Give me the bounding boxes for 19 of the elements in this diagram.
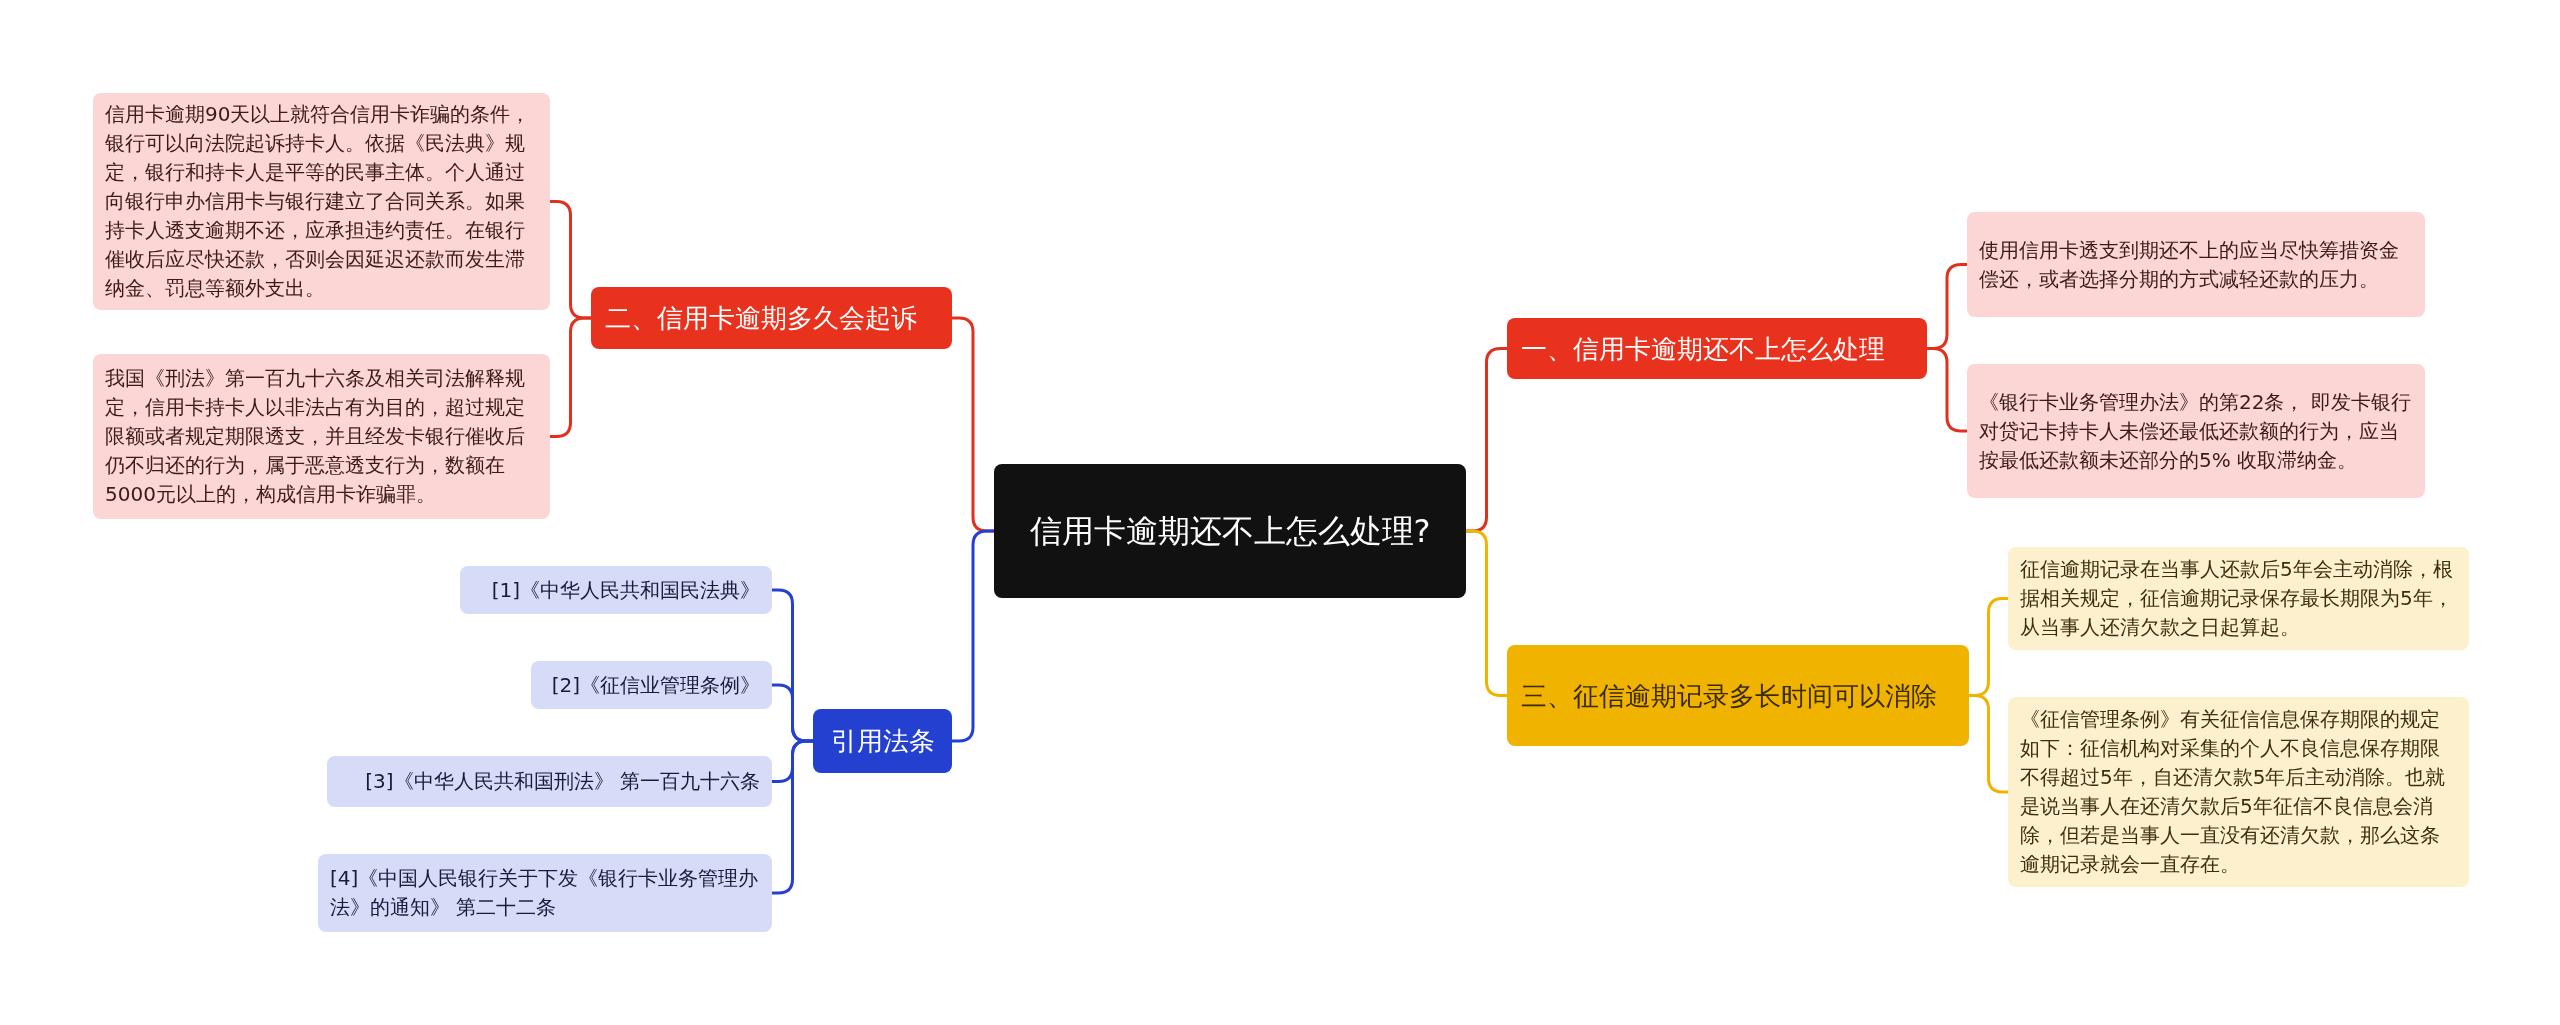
reference-box: [2]《征信业管理条例》 (531, 661, 772, 709)
note-box: 信用卡逾期90天以上就符合信用卡诈骗的条件，银行可以向法院起诉持卡人。依据《民法典》规定，银行和持卡人是平等的民事主体。个人通过向银行申办信用卡与银行建立了合同关系。如果持卡人透支逾期不还，应承担违约责任。在银行催收后应尽快还款，否则会因延迟还款而发生滞纳金、罚息等额外支出。 (93, 93, 550, 310)
branch-box: 一、信用卡逾期还不上怎么处理 (1507, 318, 1927, 379)
connector-line (1466, 529, 1507, 697)
branch-box: 二、信用卡逾期多久会起诉 (591, 287, 952, 349)
branch-box: 引用法条 (813, 709, 952, 773)
note-box: 我国《刑法》第一百九十六条及相关司法解释规定，信用卡持卡人以非法占有为目的，超过规定限额或者规定期限透支，并且经发卡银行催收后仍不归还的行为，属于恶意透支行为，数额在5000元以上的，构成信用卡诈骗罪。 (93, 354, 550, 519)
topic-box: 信用卡逾期还不上怎么处理? (994, 464, 1466, 598)
branch-box: 三、征信逾期记录多长时间可以消除 (1507, 645, 1969, 746)
reference-box: [4]《中国人民银行关于下发《银行卡业务管理办法》的通知》 第二十二条 (318, 854, 772, 932)
note-box: 《银行卡业务管理办法》的第22条， 即发卡银行对贷记卡持卡人未偿还最低还款额的行为，应当按最低还款额未还部分的5% 收取滞纳金。 (1967, 364, 2425, 498)
connector-line (952, 529, 994, 743)
connector-line (772, 739, 813, 895)
reference-box: [1]《中华人民共和国民法典》 (460, 566, 772, 614)
note-box: 《征信管理条例》有关征信信息保存期限的规定如下：征信机构对采集的个人不良信息保存期限不得超过5年，自还清欠款5年后主动消除。也就是说当事人在还清欠款后5年征信不良信息会消除，但若是当事人一直没有还清欠款，那么这条逾期记录就会一直存在。 (2008, 697, 2469, 887)
reference-box: [3]《中华人民共和国刑法》 第一百九十六条 (327, 756, 772, 807)
connector-line (550, 316, 591, 438)
note-box: 征信逾期记录在当事人还款后5年会主动消除，根据相关规定，征信逾期记录保存最长期限为5年，从当事人还清欠款之日起算起。 (2008, 547, 2469, 650)
note-box: 使用信用卡透支到期还不上的应当尽快筹措资金偿还，或者选择分期的方式减轻还款的压力。 (1967, 212, 2425, 317)
